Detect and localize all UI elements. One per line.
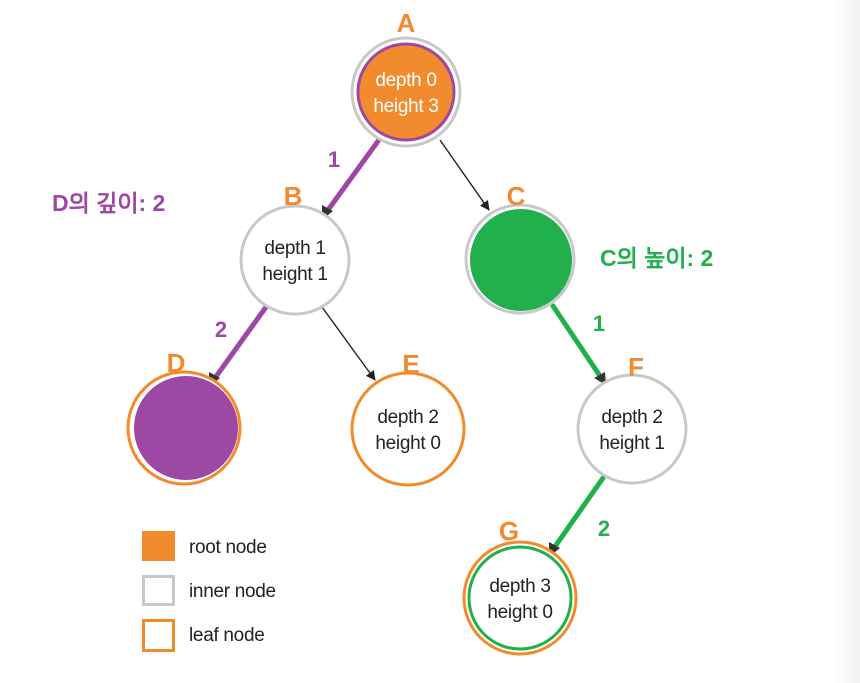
node-c [464,203,576,315]
node-a-letter: A [397,8,416,38]
node-g-letter: G [499,516,519,546]
node-e-depth: depth 2 [377,407,438,428]
node-c-letter: C [507,181,526,211]
node-e-height: height 0 [375,433,440,454]
legend-inner-label: inner node [189,581,276,602]
edge-label-c-f: 1 [593,311,605,336]
node-e-letter: E [402,349,419,379]
legend-leaf-label: leaf node [189,625,264,646]
node-b-depth: depth 1 [264,238,325,259]
node-b: depth 1 height 1 [239,204,351,316]
legend-root-swatch [142,531,175,561]
legend-root-label: root node [189,537,267,558]
legend: root node inner node leaf node [142,531,276,652]
node-a-depth: depth 0 [375,70,436,91]
right-edge-shade [830,0,860,683]
edge-f-g [549,475,606,557]
legend-inner-swatch [142,575,175,606]
node-b-letter: B [284,181,303,211]
node-g: depth 3 height 0 [462,540,578,656]
node-a: depth 0 height 3 [350,36,462,148]
edge-b-e [321,306,376,381]
legend-leaf-swatch [142,619,175,652]
node-d-letter: D [167,348,186,378]
edge-a-c [439,139,490,211]
depth-of-d-caption: D의 깊이: 2 [52,190,165,216]
edge-label-f-g: 2 [598,516,610,541]
height-of-c-caption: C의 높이: 2 [600,245,713,271]
edge-label-a-b: 1 [328,147,340,172]
node-f-letter: F [628,352,644,382]
node-b-height: height 1 [262,264,327,285]
node-e: depth 2 height 0 [350,371,466,487]
edge-label-b-d: 2 [215,317,227,342]
node-f-depth: depth 2 [601,407,662,428]
node-g-height: height 0 [487,602,552,623]
node-g-depth: depth 3 [489,576,550,597]
node-f: depth 2 height 1 [576,373,688,485]
node-d [126,370,242,486]
node-f-height: height 1 [599,433,664,454]
node-a-height: height 3 [373,96,438,117]
